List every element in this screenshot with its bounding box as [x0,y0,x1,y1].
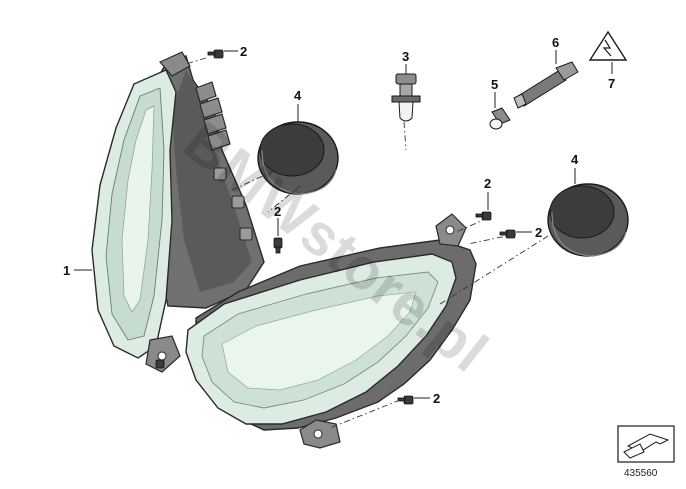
cover-cap-right [547,183,629,257]
right-headlight-assembly [185,213,477,449]
callout-2: 2 [240,44,247,59]
screw-icon [273,237,283,254]
callout-labels: 2 1 3 4 5 6 7 2 2 2 4 2 [63,35,615,406]
diagram-number: 435560 [624,468,658,479]
small-bulb-icon [489,107,511,130]
callout-2: 2 [274,204,281,219]
cover-cap-left [257,121,339,195]
leader-lines [74,50,613,399]
callout-1: 1 [63,263,70,278]
callout-2: 2 [535,225,542,240]
screw-icon [475,211,492,221]
callout-3: 3 [402,49,409,64]
screw-parts [155,49,516,405]
arrow-direction-icon [623,433,670,459]
direction-box: 435560 [617,425,675,479]
electrical-warning-triangle-icon [588,30,628,61]
alignment-lines [185,57,549,429]
callout-5: 5 [491,77,498,92]
callout-2: 2 [433,391,440,406]
bulb-icon [391,73,421,122]
callout-6: 6 [552,35,559,50]
screw-icon [207,49,224,59]
left-headlight-assembly [91,51,265,373]
screw-icon [499,229,516,239]
callout-2: 2 [484,176,491,191]
callout-4: 4 [294,88,302,103]
callout-7: 7 [608,76,615,91]
bulb-socket-icon [513,61,579,109]
screw-icon [155,359,165,369]
callout-4: 4 [571,152,579,167]
screw-icon [397,395,414,405]
